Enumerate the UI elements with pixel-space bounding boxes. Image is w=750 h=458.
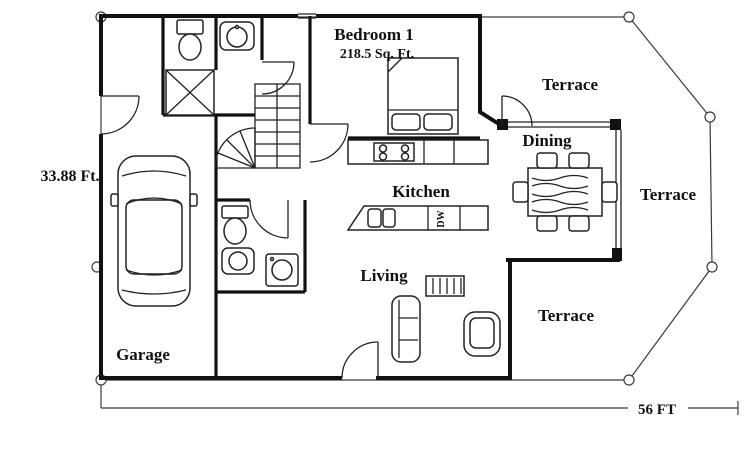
wall-post (610, 119, 621, 130)
washer (265, 253, 299, 287)
car (110, 155, 198, 307)
living-label: Living (360, 266, 408, 285)
toilet (176, 19, 204, 61)
kitchen-island: DW (346, 205, 489, 231)
dining-chair (568, 152, 590, 169)
bedroom1-area-label: 218.5 Sq. Ft. (340, 47, 414, 62)
car-mirror (189, 193, 198, 207)
staircase (214, 83, 301, 169)
terrace-bottom-label: Terrace (538, 306, 594, 325)
living-terrace-door (341, 341, 379, 379)
stove (373, 142, 415, 162)
toilet (221, 205, 249, 245)
bath2-door (249, 199, 289, 239)
sink (221, 247, 255, 275)
shower (165, 69, 215, 116)
survey-marker (623, 11, 635, 23)
doors (100, 61, 533, 379)
pillow (423, 113, 453, 131)
survey-marker (706, 261, 718, 273)
dimension-depth-label: 33.88 Ft. (40, 168, 99, 185)
bed (387, 57, 459, 135)
dining-chair (536, 152, 558, 169)
dining-terrace-door (501, 95, 533, 127)
kitchen-counter (347, 139, 489, 165)
bedroom-door (309, 123, 349, 163)
kitchen-sink (367, 208, 396, 228)
console-table (425, 275, 465, 297)
room-labels: Bedroom 1 218.5 Sq. Ft. Terrace Dining T… (116, 25, 696, 364)
dining-chair (568, 215, 590, 232)
pillow (391, 113, 421, 131)
dining-chair (601, 181, 618, 203)
survey-marker (704, 111, 716, 123)
bedroom1-label: Bedroom 1 (334, 25, 414, 44)
dining-chair (512, 181, 529, 203)
entry-door (100, 95, 140, 135)
exterior-walls (99, 14, 620, 380)
survey-marker (623, 374, 635, 386)
sink (219, 21, 255, 51)
car-mirror (110, 193, 119, 207)
dining-chair (536, 215, 558, 232)
dimension-width-label: 56 FT (638, 402, 676, 418)
garage-label: Garage (116, 345, 170, 364)
terrace-right-label: Terrace (640, 185, 696, 204)
terrace-top-label: Terrace (542, 75, 598, 94)
sofa (391, 295, 421, 363)
kitchen-label: Kitchen (392, 182, 450, 201)
dining-label: Dining (522, 131, 572, 150)
bathroom1-fixtures (165, 19, 255, 116)
dimension-left: 33.88 Ft. (40, 168, 99, 185)
wall-post (612, 248, 622, 261)
armchair (463, 311, 501, 357)
bath1-door (261, 61, 295, 95)
dining-table (512, 152, 618, 232)
dimension-bottom: 56 FT (100, 385, 739, 418)
bathroom2-fixtures (221, 205, 299, 287)
dishwasher-label: DW (436, 210, 447, 227)
